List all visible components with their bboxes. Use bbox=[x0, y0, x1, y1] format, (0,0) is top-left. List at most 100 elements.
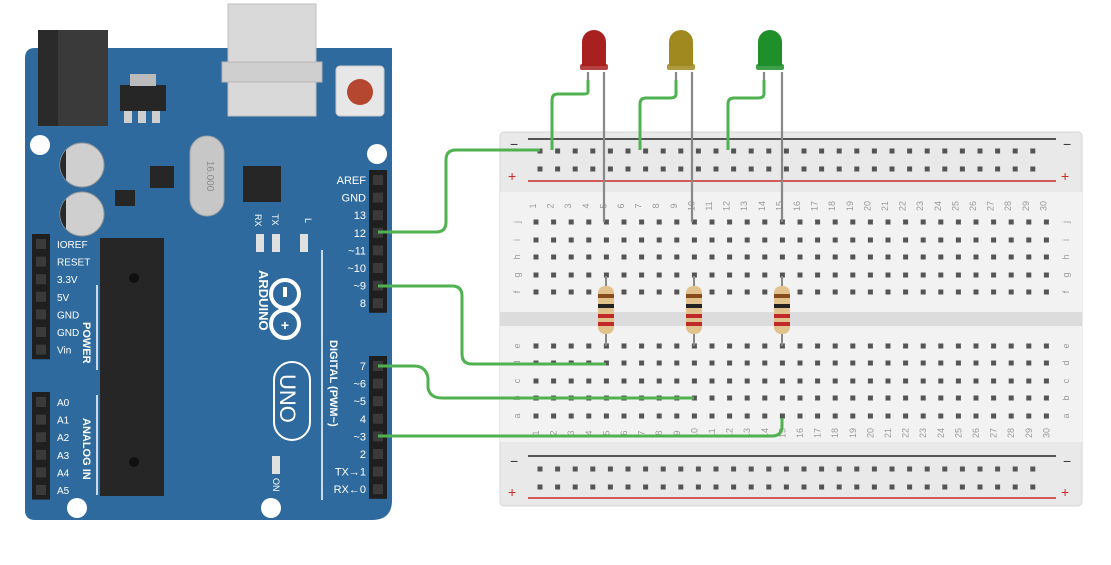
breadboard-hole[interactable] bbox=[871, 466, 877, 472]
breadboard-hole[interactable] bbox=[815, 395, 821, 401]
breadboard-hole[interactable] bbox=[744, 237, 750, 243]
breadboard-hole[interactable] bbox=[973, 289, 979, 295]
breadboard-hole[interactable] bbox=[691, 395, 697, 401]
breadboard-hole[interactable] bbox=[779, 272, 785, 278]
breadboard-hole[interactable] bbox=[815, 272, 821, 278]
breadboard-hole[interactable] bbox=[568, 272, 574, 278]
breadboard-hole[interactable] bbox=[709, 272, 715, 278]
wire-pin7[interactable] bbox=[378, 364, 694, 400]
breadboard-hole[interactable] bbox=[867, 219, 873, 225]
breadboard-hole[interactable] bbox=[889, 166, 895, 172]
breadboard-hole[interactable] bbox=[924, 166, 930, 172]
breadboard-hole[interactable] bbox=[973, 237, 979, 243]
breadboard-hole[interactable] bbox=[1043, 343, 1049, 349]
breadboard-hole[interactable] bbox=[643, 166, 649, 172]
breadboard-hole[interactable] bbox=[603, 413, 609, 419]
breadboard-hole[interactable] bbox=[590, 466, 596, 472]
breadboard-hole[interactable] bbox=[819, 466, 825, 472]
breadboard-hole[interactable] bbox=[783, 148, 789, 154]
breadboard-hole[interactable] bbox=[551, 289, 557, 295]
breadboard-hole[interactable] bbox=[713, 166, 719, 172]
breadboard-hole[interactable] bbox=[621, 289, 627, 295]
breadboard-hole[interactable] bbox=[533, 413, 539, 419]
breadboard-hole[interactable] bbox=[885, 360, 891, 366]
breadboard-hole[interactable] bbox=[938, 343, 944, 349]
breadboard-hole[interactable] bbox=[889, 148, 895, 154]
breadboard-hole[interactable] bbox=[695, 166, 701, 172]
breadboard-hole[interactable] bbox=[1026, 395, 1032, 401]
breadboard-hole[interactable] bbox=[762, 289, 768, 295]
breadboard-hole[interactable] bbox=[903, 272, 909, 278]
wire-gnd[interactable] bbox=[378, 148, 540, 234]
breadboard-hole[interactable] bbox=[836, 484, 842, 490]
breadboard-hole[interactable] bbox=[643, 484, 649, 490]
breadboard-hole[interactable] bbox=[1030, 466, 1036, 472]
breadboard-hole[interactable] bbox=[973, 395, 979, 401]
breadboard-hole[interactable] bbox=[568, 413, 574, 419]
breadboard-hole[interactable] bbox=[850, 219, 856, 225]
breadboard-hole[interactable] bbox=[660, 484, 666, 490]
breadboard-hole[interactable] bbox=[603, 272, 609, 278]
breadboard-hole[interactable] bbox=[568, 254, 574, 260]
breadboard-hole[interactable] bbox=[959, 484, 965, 490]
breadboard-hole[interactable] bbox=[709, 360, 715, 366]
resistor[interactable] bbox=[686, 276, 702, 346]
breadboard-hole[interactable] bbox=[850, 413, 856, 419]
breadboard-hole[interactable] bbox=[568, 289, 574, 295]
breadboard-hole[interactable] bbox=[1012, 484, 1018, 490]
header-pin[interactable] bbox=[36, 397, 46, 407]
breadboard-hole[interactable] bbox=[656, 237, 662, 243]
wire-red-cathode[interactable] bbox=[550, 80, 590, 150]
breadboard-hole[interactable] bbox=[973, 254, 979, 260]
breadboard-hole[interactable] bbox=[660, 466, 666, 472]
breadboard-hole[interactable] bbox=[555, 466, 561, 472]
breadboard-hole[interactable] bbox=[885, 254, 891, 260]
breadboard-hole[interactable] bbox=[903, 343, 909, 349]
breadboard-hole[interactable] bbox=[678, 148, 684, 154]
breadboard-hole[interactable] bbox=[942, 166, 948, 172]
breadboard-hole[interactable] bbox=[815, 360, 821, 366]
breadboard-hole[interactable] bbox=[1043, 272, 1049, 278]
breadboard-hole[interactable] bbox=[555, 484, 561, 490]
breadboard-hole[interactable] bbox=[1030, 166, 1036, 172]
breadboard-hole[interactable] bbox=[977, 166, 983, 172]
breadboard-hole[interactable] bbox=[779, 237, 785, 243]
breadboard-hole[interactable] bbox=[832, 343, 838, 349]
breadboard-hole[interactable] bbox=[797, 343, 803, 349]
breadboard-hole[interactable] bbox=[727, 254, 733, 260]
breadboard-hole[interactable] bbox=[639, 219, 645, 225]
breadboard-hole[interactable] bbox=[625, 148, 631, 154]
breadboard-hole[interactable] bbox=[621, 360, 627, 366]
breadboard-hole[interactable] bbox=[920, 219, 926, 225]
breadboard-hole[interactable] bbox=[1008, 378, 1014, 384]
breadboard-hole[interactable] bbox=[854, 148, 860, 154]
breadboard-hole[interactable] bbox=[551, 378, 557, 384]
breadboard-hole[interactable] bbox=[850, 395, 856, 401]
wire-green-cathode[interactable] bbox=[726, 80, 766, 150]
breadboard-hole[interactable] bbox=[709, 237, 715, 243]
breadboard-hole[interactable] bbox=[955, 343, 961, 349]
breadboard-hole[interactable] bbox=[850, 343, 856, 349]
breadboard-hole[interactable] bbox=[815, 254, 821, 260]
breadboard-hole[interactable] bbox=[801, 466, 807, 472]
breadboard-hole[interactable] bbox=[727, 343, 733, 349]
breadboard-hole[interactable] bbox=[815, 343, 821, 349]
breadboard-hole[interactable] bbox=[1008, 289, 1014, 295]
header-pin[interactable] bbox=[373, 245, 383, 256]
breadboard-hole[interactable] bbox=[533, 343, 539, 349]
breadboard-hole[interactable] bbox=[819, 484, 825, 490]
header-pin[interactable] bbox=[373, 192, 383, 203]
breadboard-hole[interactable] bbox=[709, 289, 715, 295]
breadboard-hole[interactable] bbox=[586, 237, 592, 243]
breadboard-hole[interactable] bbox=[1012, 466, 1018, 472]
breadboard-hole[interactable] bbox=[815, 413, 821, 419]
breadboard-hole[interactable] bbox=[572, 166, 578, 172]
breadboard-hole[interactable] bbox=[674, 378, 680, 384]
breadboard-hole[interactable] bbox=[973, 360, 979, 366]
breadboard-hole[interactable] bbox=[1026, 413, 1032, 419]
breadboard-hole[interactable] bbox=[907, 466, 913, 472]
breadboard-hole[interactable] bbox=[885, 289, 891, 295]
breadboard-hole[interactable] bbox=[625, 166, 631, 172]
breadboard-hole[interactable] bbox=[779, 378, 785, 384]
breadboard-hole[interactable] bbox=[551, 237, 557, 243]
